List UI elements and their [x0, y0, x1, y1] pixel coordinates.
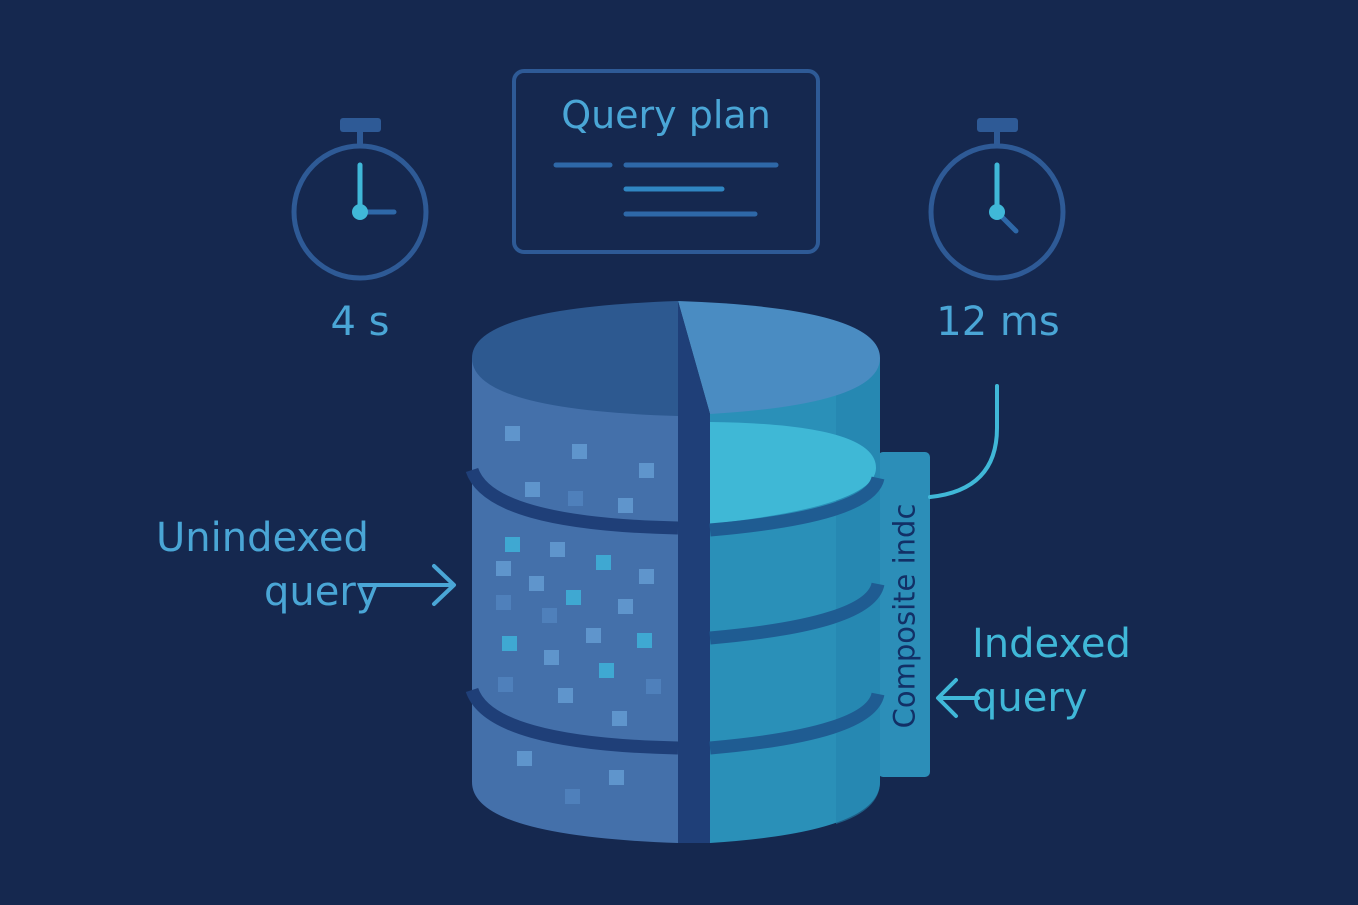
stopwatch-icon: [291, 118, 429, 281]
query-plan-title: Query plan: [561, 93, 771, 137]
indexed-query-label: query: [972, 675, 1088, 721]
arrow-left-icon: [936, 678, 980, 718]
composite-index-tab: [878, 452, 930, 777]
unindexed-query-label: query: [264, 569, 380, 615]
connector-curve: [928, 384, 999, 499]
query-plan-card: [512, 69, 820, 254]
arrow-right-icon: [358, 564, 456, 606]
indexed-query-label: Indexed: [972, 621, 1131, 667]
data-blocks: [496, 426, 661, 804]
composite-index-label: Composite indc: [887, 503, 922, 729]
stopwatch-icon: [928, 118, 1066, 281]
database-cylinder-icon: [465, 301, 885, 843]
unindexed-query-label: Unindexed: [156, 515, 369, 561]
indexed-time-label: 12 ms: [936, 299, 1060, 345]
unindexed-time-label: 4 s: [330, 299, 390, 345]
